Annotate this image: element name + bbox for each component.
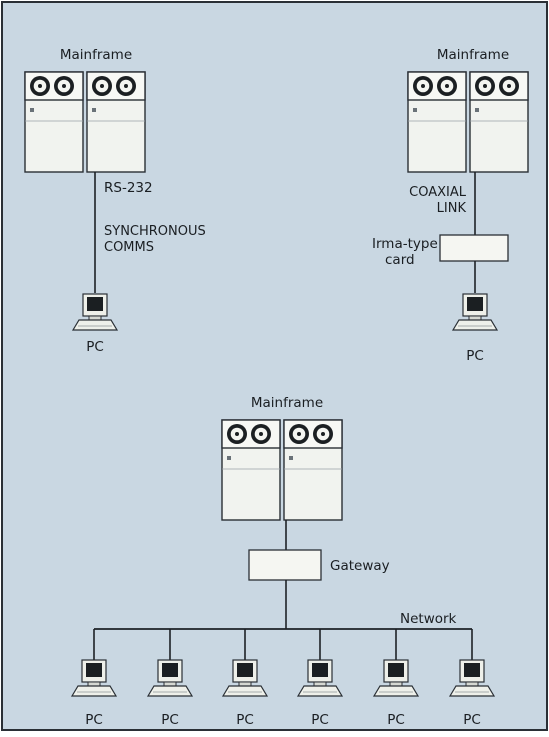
mainframe-bottom-label: Mainframe xyxy=(251,395,323,411)
pc-label-top-right: PC xyxy=(466,348,484,364)
sync-comms-label-1: SYNCHRONOUS xyxy=(104,224,206,239)
rs232-label: RS-232 xyxy=(104,180,153,196)
network-pc-label: PC xyxy=(236,712,254,728)
pc-label-top-left: PC xyxy=(86,339,104,355)
irma-card-label-1: Irma-type xyxy=(372,236,438,252)
network-label: Network xyxy=(400,611,457,627)
network-pc-label: PC xyxy=(387,712,405,728)
mainframe-top-right-label: Mainframe xyxy=(437,47,509,63)
sync-comms-label-2: COMMS xyxy=(104,240,154,255)
mainframe-top-left-label: Mainframe xyxy=(60,47,132,63)
irma-card-label-2: card xyxy=(385,252,415,268)
gateway-label: Gateway xyxy=(330,558,390,574)
network-pc-label: PC xyxy=(161,712,179,728)
irma-card-box xyxy=(440,235,508,261)
coaxial-label-1: COAXIAL xyxy=(409,185,467,200)
network-pc-label: PC xyxy=(85,712,103,728)
network-pc-label: PC xyxy=(463,712,481,728)
gateway-box xyxy=(249,550,321,580)
coaxial-label-2: LINK xyxy=(437,201,467,216)
network-pc-label: PC xyxy=(311,712,329,728)
